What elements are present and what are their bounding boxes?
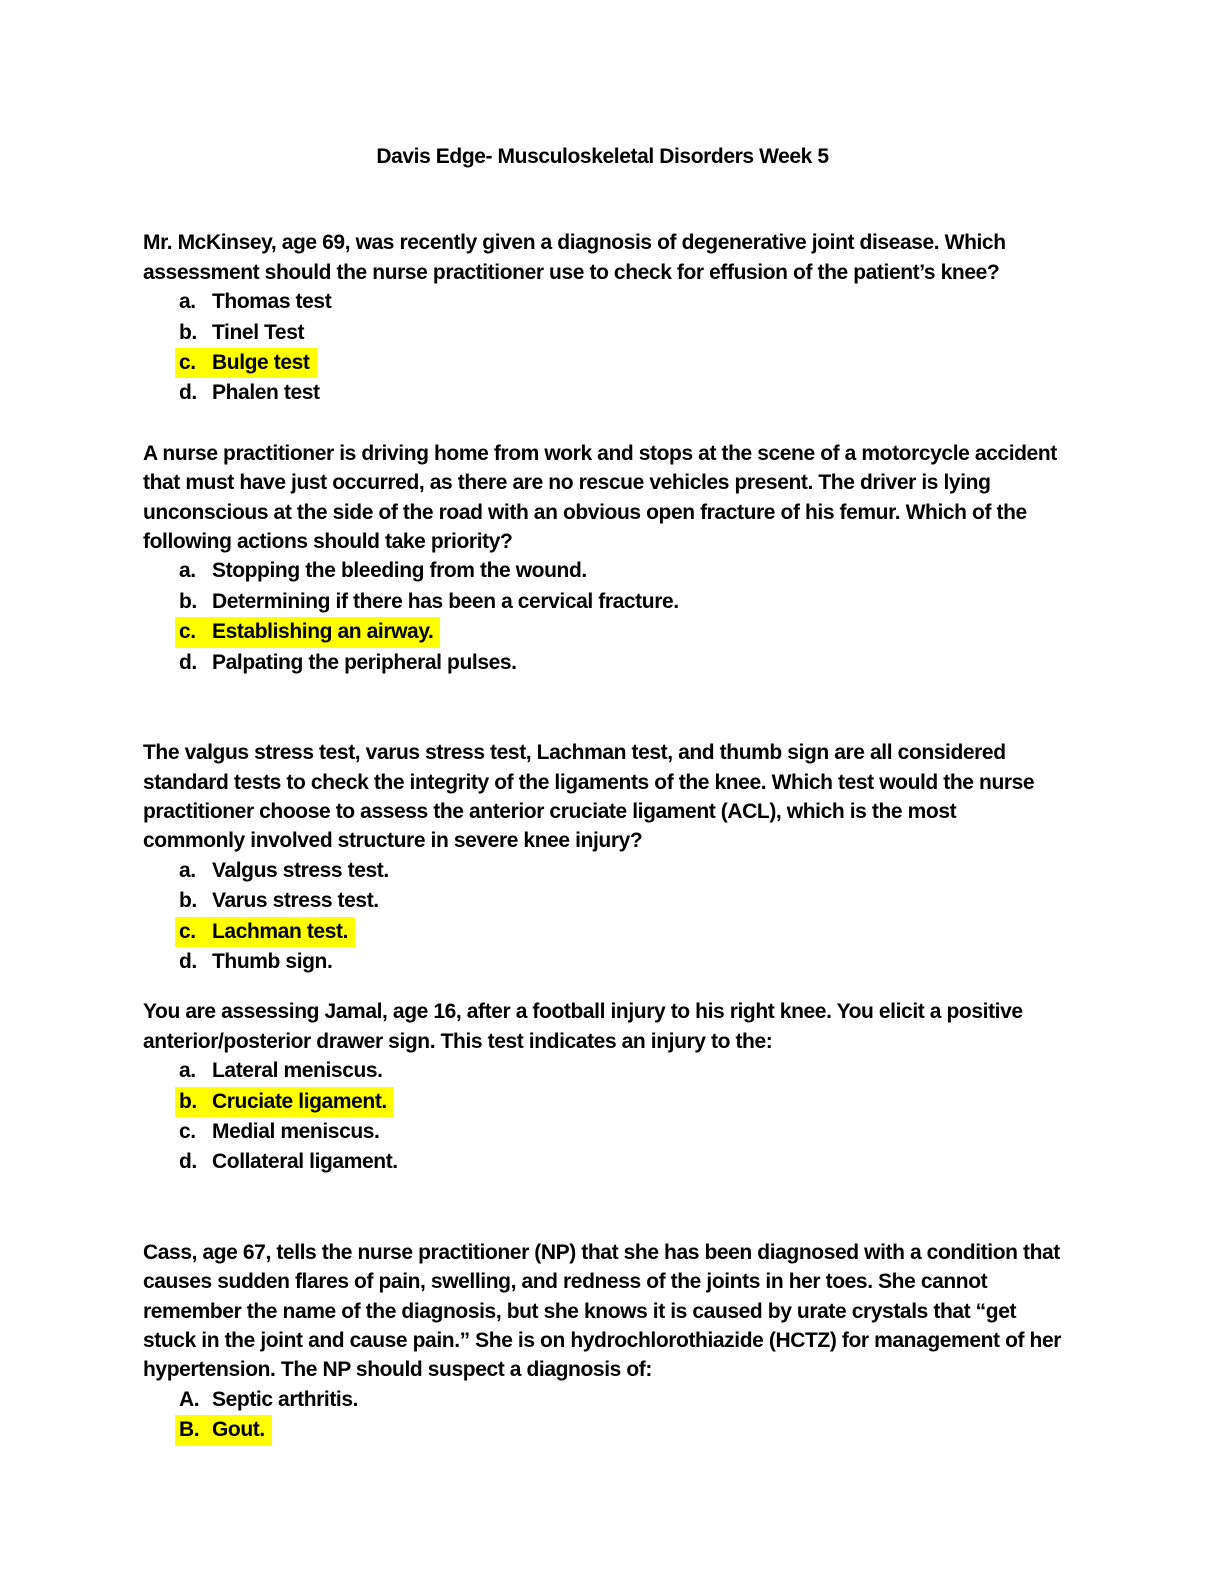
option-row: d. Palpating the peripheral pulses. [143, 648, 1062, 678]
option-row-highlighted-answer: b. Cruciate ligament. [143, 1086, 1062, 1117]
option-text: Septic arthritis. [212, 1387, 359, 1411]
option-text: Determining if there has been a cervical… [212, 589, 679, 613]
option-content: b. Determining if there has been a cervic… [175, 587, 686, 617]
option-letter: c. [179, 919, 196, 943]
option-letter: d. [179, 381, 197, 405]
question-1: Mr. McKinsey, age 69, was recently given… [143, 228, 1062, 408]
option-content: a. Stopping the bleeding from the wound. [175, 556, 594, 586]
option-content: a. Valgus stress test. [175, 856, 396, 886]
option-letter: a. [179, 559, 196, 583]
option-row: d. Phalen test [143, 378, 1062, 408]
option-row: a. Valgus stress test. [143, 856, 1062, 886]
option-content: B. Gout. [175, 1415, 272, 1446]
option-row: b. Varus stress test. [143, 886, 1062, 916]
option-row: a. Lateral meniscus. [143, 1056, 1062, 1086]
option-letter: A. [179, 1387, 200, 1411]
option-letter: c. [179, 351, 196, 375]
option-letter: B. [179, 1418, 200, 1442]
option-letter: d. [179, 650, 197, 674]
option-letter: a. [179, 1059, 196, 1083]
question-5: Cass, age 67, tells the nurse practition… [143, 1238, 1062, 1446]
question-stem: The valgus stress test, varus stress tes… [143, 741, 1035, 853]
question-stem: Mr. McKinsey, age 69, was recently given… [143, 231, 1006, 284]
option-row: a. Stopping the bleeding from the wound. [143, 556, 1062, 586]
option-text: Thomas test [212, 290, 332, 314]
option-text: Medial meniscus. [212, 1119, 380, 1143]
option-row-highlighted-answer: B. Gout. [143, 1415, 1062, 1446]
option-text: Varus stress test. [212, 889, 379, 913]
question-4: You are assessing Jamal, age 16, after a… [143, 997, 1062, 1177]
option-row: b. Tinel Test [143, 318, 1062, 348]
options-list: a.Thomas test b.Tinel Test c.Bulge test … [143, 287, 1062, 409]
option-letter: b. [179, 1089, 197, 1113]
option-text: Stopping the bleeding from the wound. [212, 559, 587, 583]
option-row: a. Thomas test [143, 287, 1062, 317]
option-letter: a. [179, 858, 196, 882]
option-row: d. Thumb sign. [143, 947, 1062, 977]
question-2: A nurse practitioner is driving home fro… [143, 439, 1062, 678]
option-text: Valgus stress test. [212, 858, 389, 882]
option-row: d. Collateral ligament. [143, 1147, 1062, 1177]
option-text: Establishing an airway. [212, 620, 434, 644]
option-letter: c. [179, 620, 196, 644]
document-content: Davis Edge- Musculoskeletal Disorders We… [143, 145, 1062, 1446]
option-content: b. Tinel Test [175, 318, 311, 348]
options-list: a. Lateral meniscus. b. Cruciate ligament.… [143, 1056, 1062, 1178]
option-text: Phalen test [212, 381, 320, 405]
option-text: Tinel Test [212, 320, 305, 344]
option-content: c. Bulge test [175, 348, 317, 379]
option-text: Lachman test. [212, 919, 349, 943]
question-stem: You are assessing Jamal, age 16, after a… [143, 1000, 1023, 1053]
option-letter: c. [179, 1119, 196, 1143]
option-text: Collateral ligament. [212, 1150, 398, 1174]
option-content: b. Varus stress test. [175, 886, 386, 916]
options-list: a. Valgus stress test. b. Varus stress tes… [143, 856, 1062, 978]
document-title: Davis Edge- Musculoskeletal Disorders We… [376, 145, 829, 168]
option-text: Cruciate ligament. [212, 1089, 387, 1113]
option-content: b. Cruciate ligament. [175, 1086, 394, 1117]
option-content: A. Septic arthritis. [175, 1385, 365, 1415]
option-content: c. Lachman test. [175, 916, 356, 947]
option-row-highlighted-answer: c. Bulge test [143, 348, 1062, 379]
option-content: c. Medial meniscus. [175, 1117, 387, 1147]
option-content: a. Thomas test [175, 287, 338, 317]
option-text: Palpating the peripheral pulses. [212, 650, 517, 674]
question-3: The valgus stress test, varus stress tes… [143, 738, 1062, 977]
option-row-highlighted-answer: c. Lachman test. [143, 916, 1062, 947]
option-content: d. Collateral ligament. [175, 1147, 405, 1177]
option-letter: b. [179, 320, 197, 344]
options-list: a.Stopping the bleeding from the wound. … [143, 556, 1062, 678]
option-row: A. Septic arthritis. [143, 1385, 1062, 1415]
options-list: A. Septic arthritis. B. Gout. [143, 1385, 1062, 1446]
option-row: b. Determining if there has been a cervic… [143, 587, 1062, 617]
option-letter: d. [179, 949, 197, 973]
question-stem: Cass, age 67, tells the nurse practition… [143, 1240, 1062, 1382]
option-content: d. Thumb sign. [175, 947, 339, 977]
option-text: Bulge test [212, 351, 310, 375]
option-letter: b. [179, 589, 197, 613]
option-letter: a. [179, 290, 196, 314]
option-text: Thumb sign. [212, 949, 333, 973]
option-letter: b. [179, 889, 197, 913]
option-content: d. Palpating the peripheral pulses. [175, 648, 524, 678]
option-row-highlighted-answer: c. Establishing an airway. [143, 617, 1062, 648]
option-text: Gout. [212, 1418, 265, 1442]
option-letter: d. [179, 1150, 197, 1174]
option-content: d. Phalen test [175, 378, 327, 408]
question-stem: A nurse practitioner is driving home fro… [143, 441, 1057, 554]
option-content: a. Lateral meniscus. [175, 1056, 390, 1086]
option-text: Lateral meniscus. [212, 1059, 383, 1083]
option-content: c. Establishing an airway. [175, 617, 441, 648]
option-row: c. Medial meniscus. [143, 1117, 1062, 1147]
